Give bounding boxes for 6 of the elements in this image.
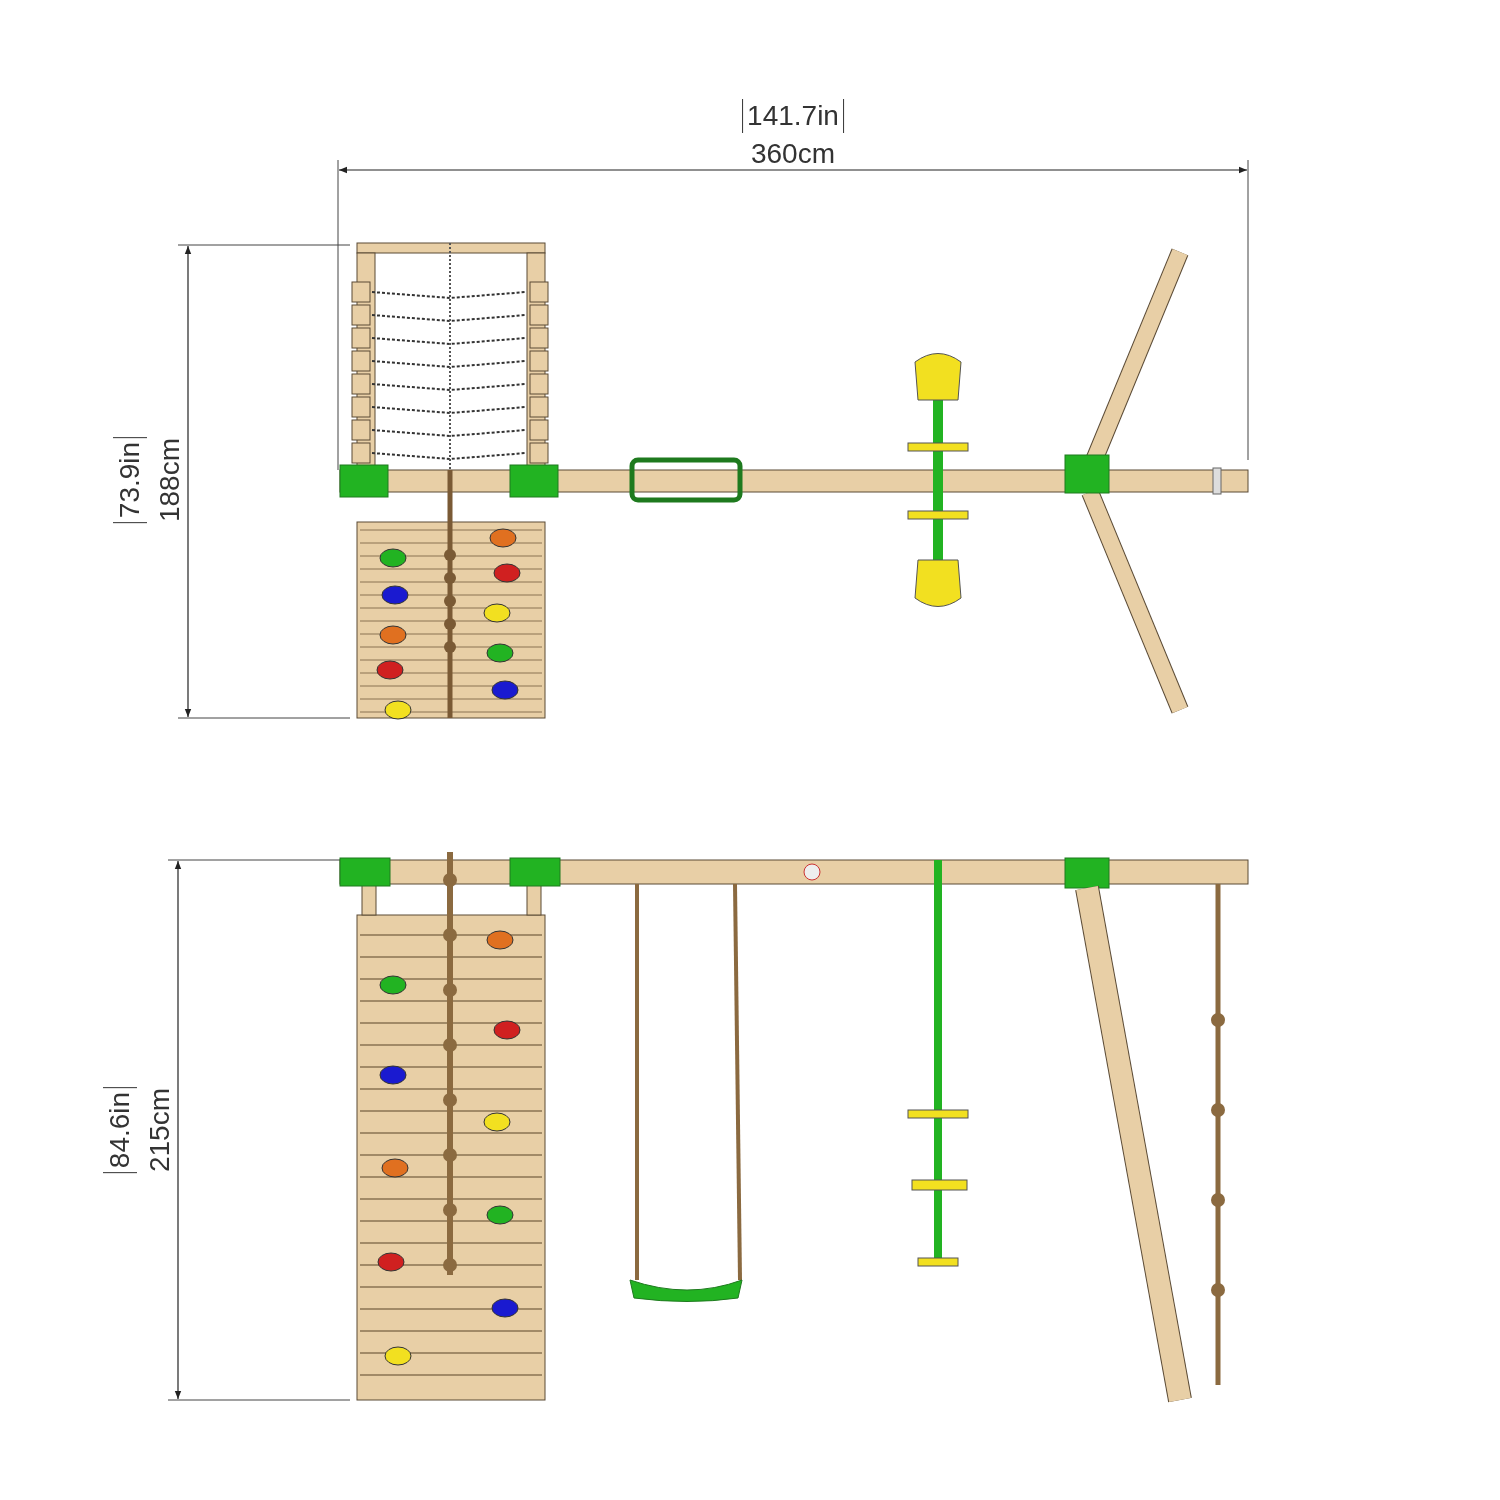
dimension-label: 73.9in xyxy=(113,436,147,524)
dimension-label: 141.7in xyxy=(742,99,844,133)
dimension-label: 360cm xyxy=(751,140,835,168)
dimension-label: 84.6in xyxy=(103,1086,137,1174)
dimension-label: 215cm xyxy=(146,1088,174,1172)
dimension-label: 188cm xyxy=(156,438,184,522)
